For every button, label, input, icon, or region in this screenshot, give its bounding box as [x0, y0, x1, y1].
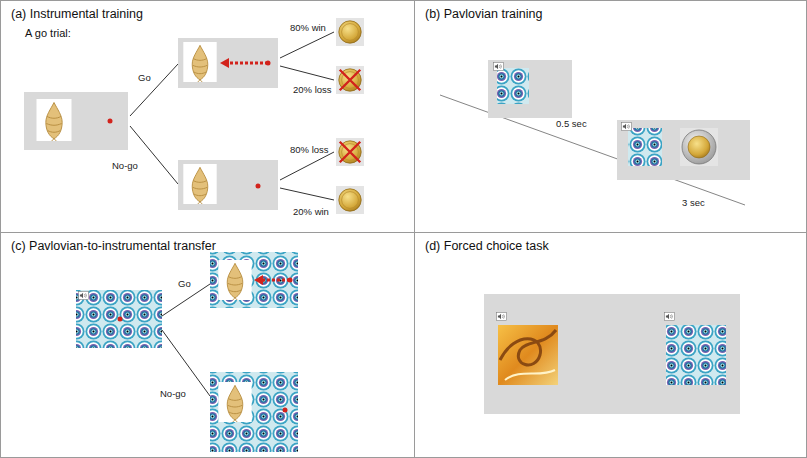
panel-heading: (b) Pavlovian training: [425, 7, 542, 21]
panel-box: (b) Pavlovian training: [414, 0, 807, 233]
branch-label: Go: [178, 278, 191, 290]
probability-label: 20% win: [293, 206, 329, 218]
time-label: 0.5 sec: [556, 118, 587, 130]
panel-note: A go trial:: [25, 27, 71, 39]
time-label: 3 sec: [682, 197, 705, 209]
panel-heading: (d) Forced choice task: [425, 239, 549, 253]
probability-label: 80% win: [290, 22, 326, 34]
branch-label: Go: [138, 72, 151, 84]
panel-box: (a) Instrumental training A go trial:: [0, 0, 415, 233]
probability-label: 80% loss: [290, 144, 329, 156]
branch-label: No-go: [112, 160, 138, 172]
panel-heading: (a) Instrumental training: [11, 7, 143, 21]
branch-label: No-go: [160, 388, 186, 400]
probability-label: 20% loss: [293, 84, 332, 96]
panel-box: (c) Pavlovian-to-instrumental transfer: [0, 232, 415, 458]
panel-box: (d) Forced choice task: [414, 232, 807, 458]
panel-heading: (c) Pavlovian-to-instrumental transfer: [11, 239, 216, 253]
